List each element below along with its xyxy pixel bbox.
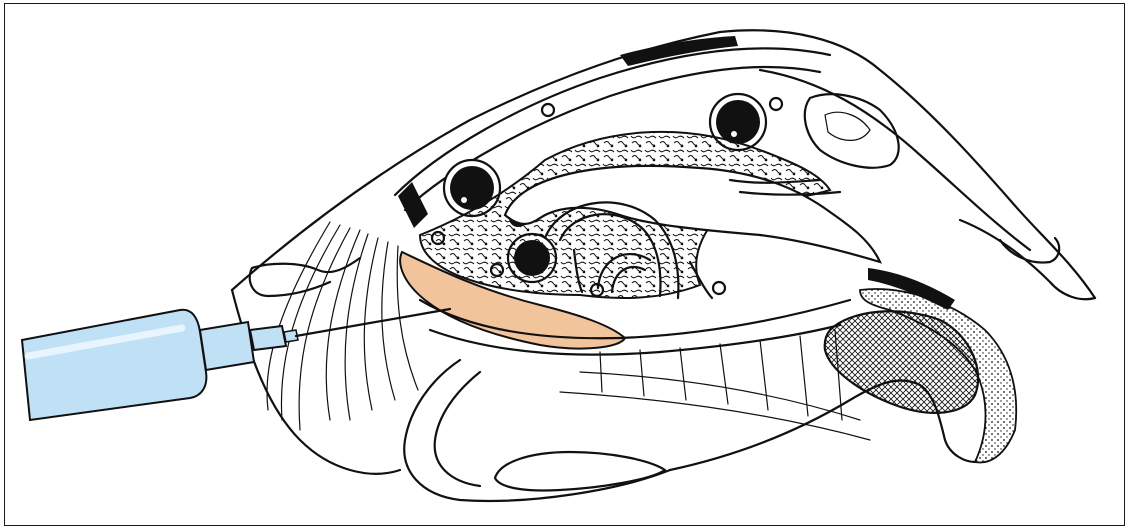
needle-icon [296,309,450,336]
syringe-icon [22,310,298,420]
